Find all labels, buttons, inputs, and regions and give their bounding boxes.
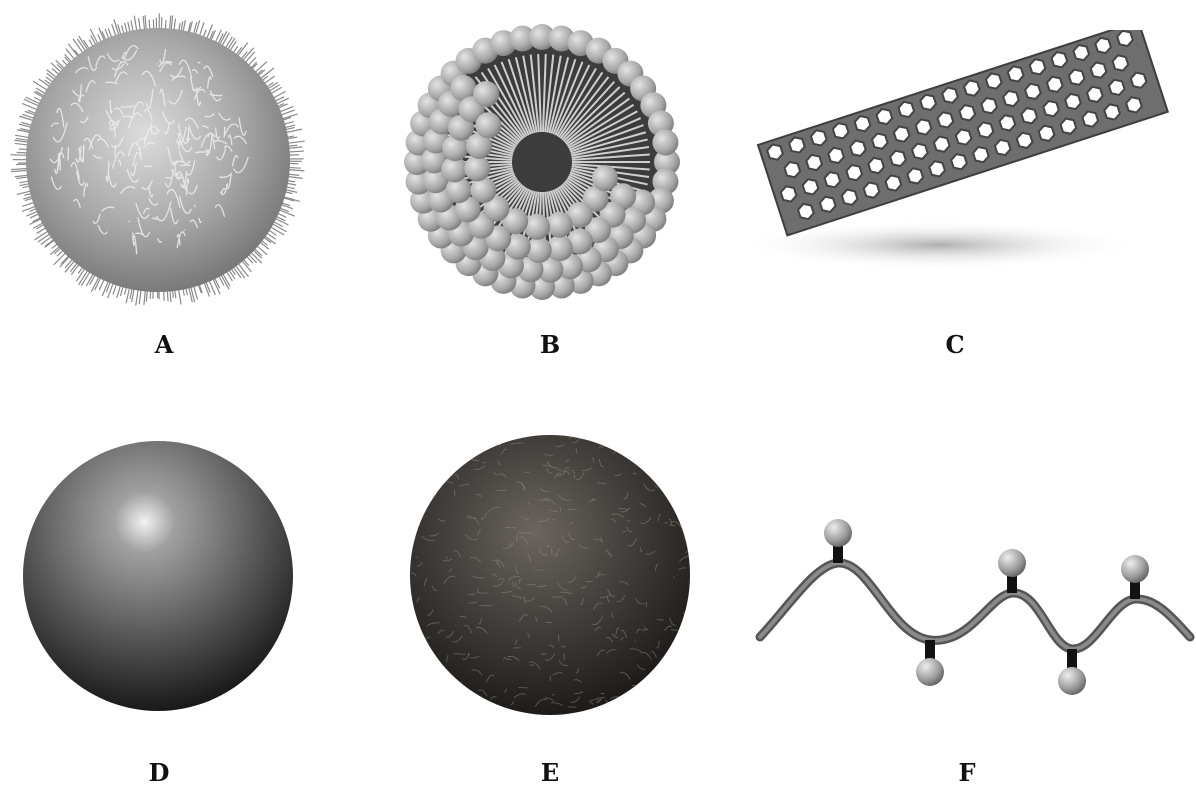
polymer-chain-image [750,515,1196,715]
carbon-nanotube-image [738,30,1188,280]
figure-c-nanotube [738,30,1188,280]
label-d: D [139,758,179,787]
smooth-sphere-image [20,440,300,720]
label-b: B [530,330,570,359]
figure-f-polymer-chain [750,515,1196,715]
figure-e-textured-sphere [405,428,700,723]
figure-b-micelle [392,12,692,312]
label-a: A [144,330,184,359]
figure-d-sphere [20,440,300,720]
label-c: C [935,330,975,359]
label-e: E [530,758,570,787]
dendrimer-sphere-image [8,10,308,310]
figure-a-dendrimer [8,10,308,310]
micelle-image [392,12,692,312]
label-f: F [947,758,987,787]
textured-sphere-image [405,428,700,723]
